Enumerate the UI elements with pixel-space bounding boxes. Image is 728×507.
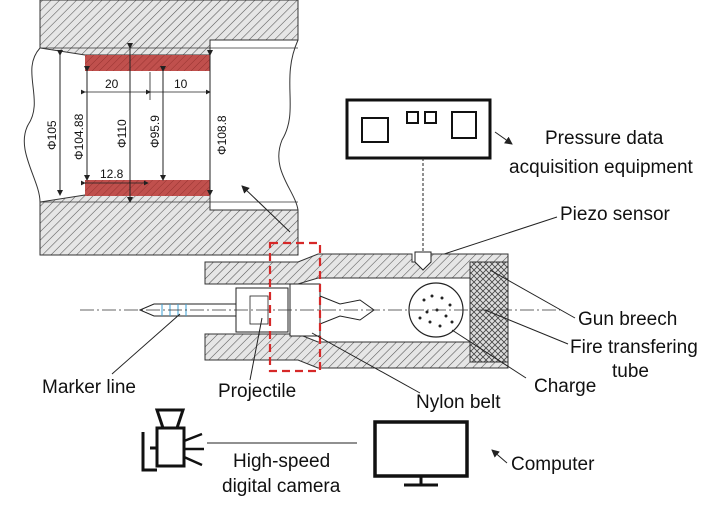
nylon-belt-highlight-box — [268, 241, 322, 373]
label-fire-tube-line2: tube — [612, 361, 649, 382]
gun-barrel — [80, 251, 560, 369]
label-camera-line1: High-speed — [233, 451, 330, 472]
dim-d95-9: Φ95.9 — [148, 115, 162, 148]
dim-d104-88: Φ104.88 — [72, 113, 86, 160]
detail-pointer-arrow — [241, 185, 291, 233]
piezo-sensor — [414, 251, 432, 271]
label-charge: Charge — [534, 376, 596, 397]
label-marker-line: Marker line — [42, 377, 136, 398]
label-computer: Computer — [511, 454, 595, 475]
label-nylon-belt: Nylon belt — [416, 392, 501, 413]
high-speed-camera-icon — [141, 408, 204, 472]
label-pressure-line2: acquisition equipment — [509, 157, 694, 178]
label-projectile: Projectile — [218, 381, 296, 402]
detail-view: 20 10 12.8 Φ105 Φ104.88 Φ110 Φ95.9 Φ108.… — [23, 0, 299, 256]
dim-d110: Φ110 — [115, 119, 129, 148]
nylon-band-top — [85, 55, 210, 71]
dim-d108-8: Φ108.8 — [215, 115, 229, 155]
dim-d105: Φ105 — [45, 120, 59, 150]
label-piezo-sensor: Piezo sensor — [560, 204, 671, 225]
computer-monitor-icon — [373, 420, 469, 487]
dim-len12-8: 12.8 — [100, 167, 124, 181]
label-camera-line2: digital camera — [222, 476, 341, 497]
label-fire-tube-line1: Fire transfering — [570, 337, 698, 358]
dim-len20: 20 — [105, 77, 119, 91]
pressure-acquisition-equipment — [345, 98, 492, 160]
nylon-band-bottom — [85, 180, 210, 196]
label-pressure-line1: Pressure data — [545, 128, 664, 149]
label-gun-breech: Gun breech — [578, 309, 677, 330]
dim-len10: 10 — [174, 77, 188, 91]
